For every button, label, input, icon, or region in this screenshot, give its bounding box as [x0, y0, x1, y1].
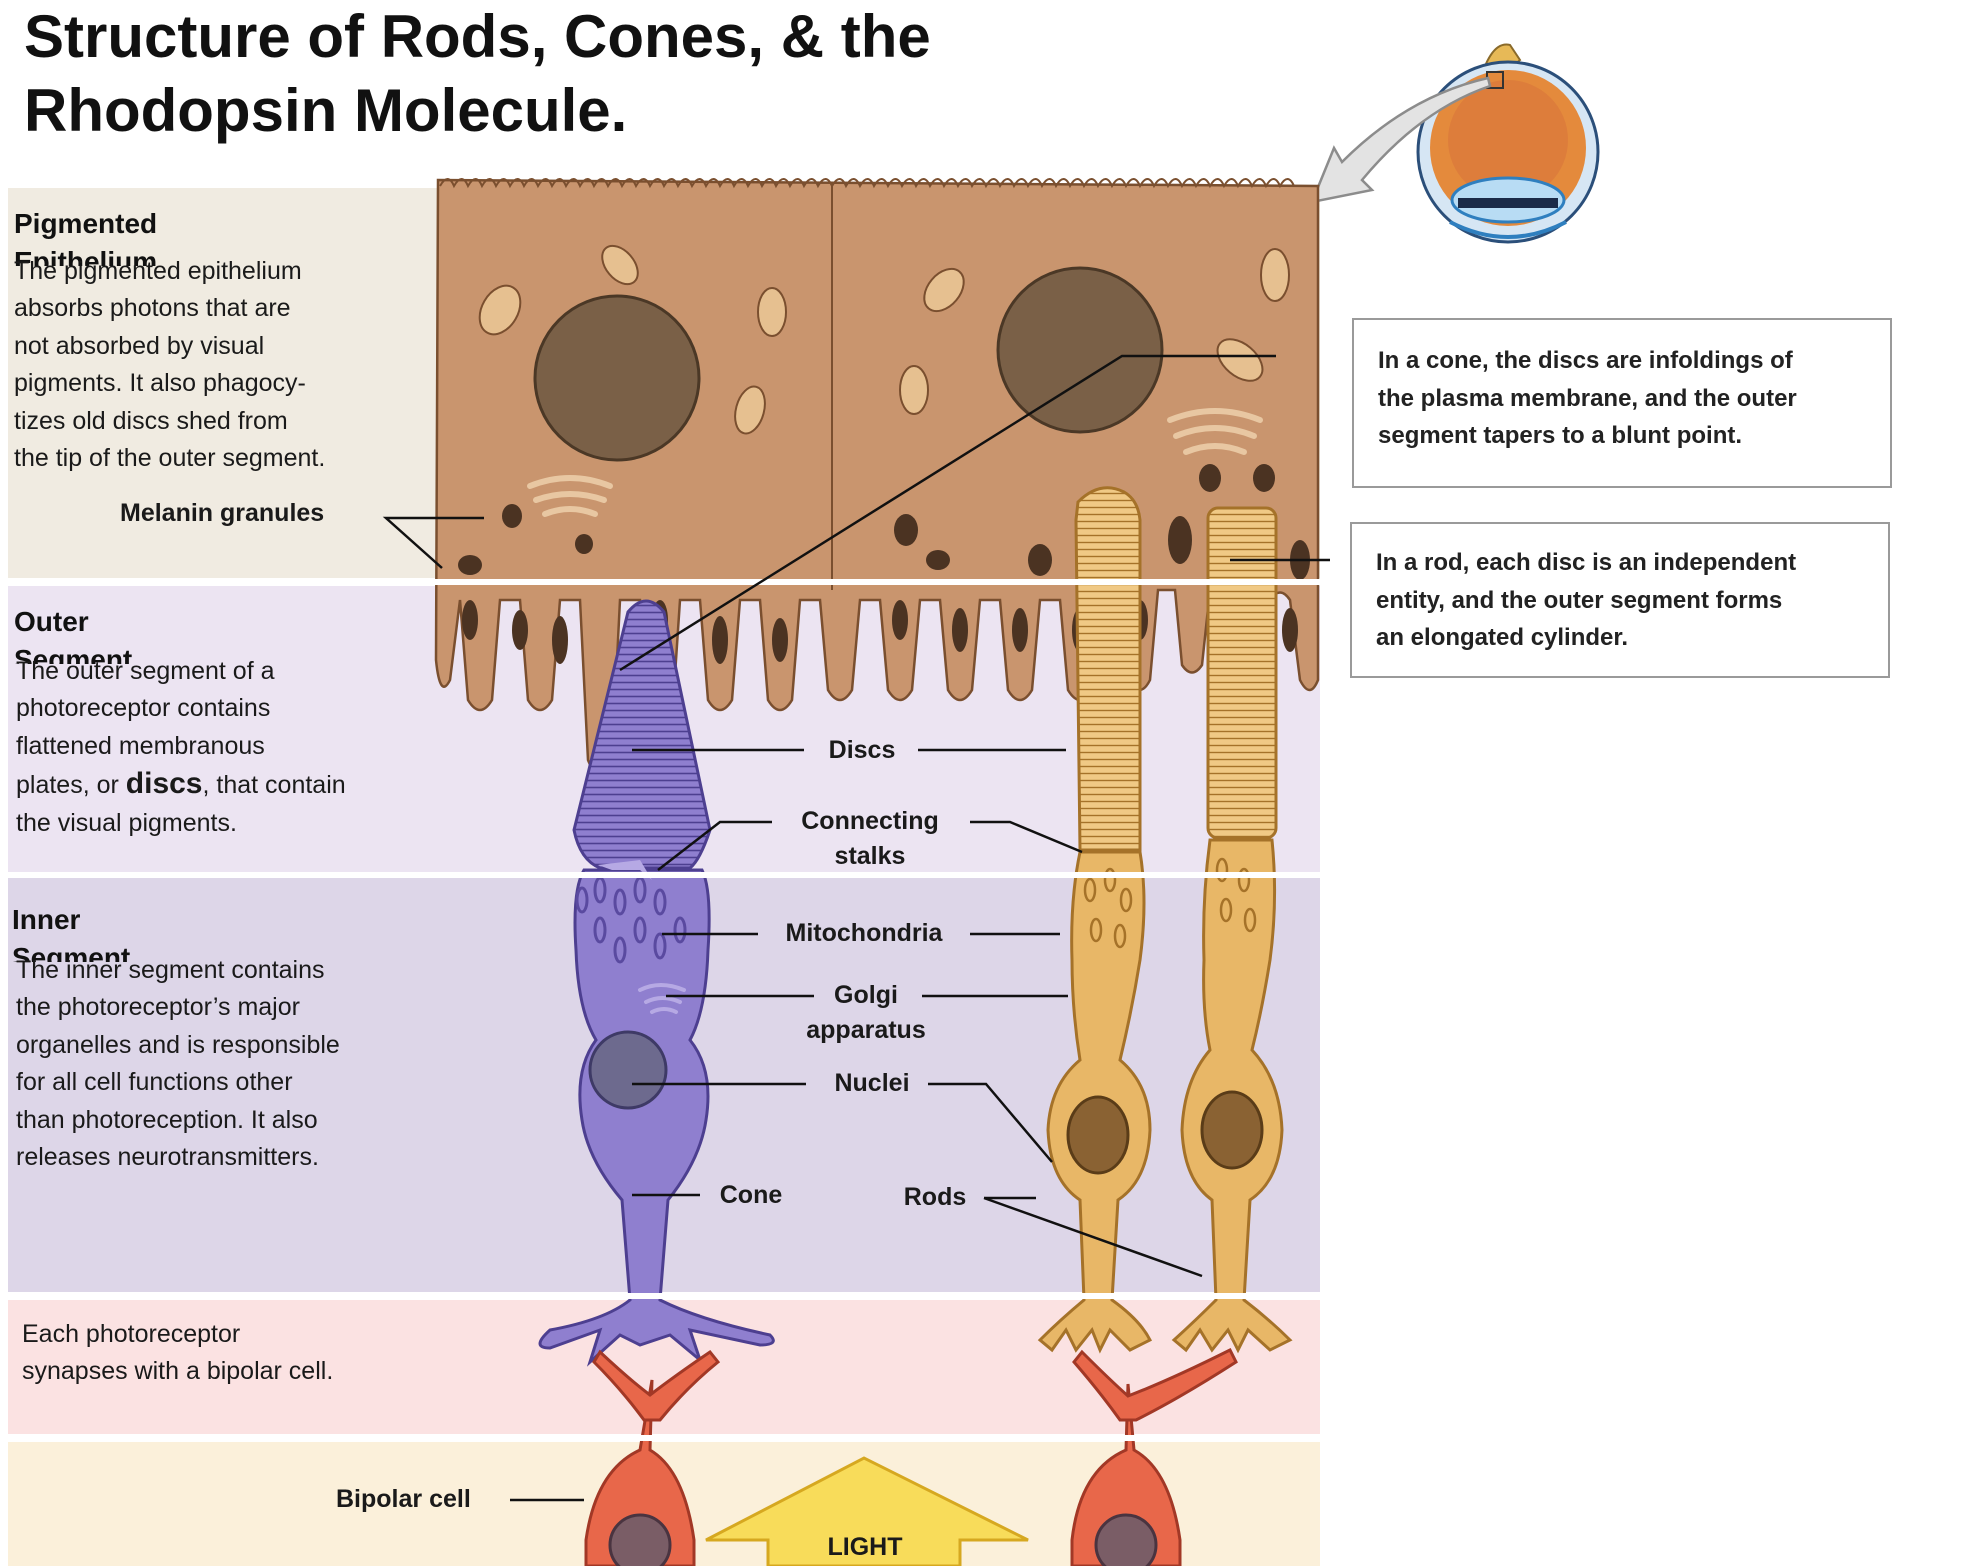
page-title: Structure of Rods, Cones, & the Rhodopsi… — [24, 0, 931, 148]
outer-line: the visual pigments. — [16, 808, 237, 837]
cone-callout-line: In a cone, the discs are infoldings of — [1378, 347, 1793, 374]
synapse-description: Each photoreceptor synapses with a bipol… — [22, 1316, 333, 1391]
rod-callout-line: an elongated cylinder. — [1376, 624, 1629, 651]
connecting-stalks-line-1: Connecting — [801, 807, 939, 835]
inner-heading-line-2: Segment — [12, 942, 131, 962]
inner-line: than photoreception. It also — [16, 1105, 318, 1134]
pigmented-line: absorbs photons that are — [14, 294, 291, 323]
pigmented-heading-line-1: Pigmented — [14, 208, 158, 239]
eyeball-icon — [1416, 43, 1600, 244]
outer-heading-line-2-wrap: Segment — [14, 642, 132, 664]
inner-heading-line-1: Inner — [12, 904, 81, 935]
outer-heading-line-1: Outer — [14, 606, 89, 637]
leader-lines — [382, 354, 1330, 1502]
outer-line: flattened membranous — [16, 731, 265, 760]
outer-heading-line-2: Segment — [14, 644, 133, 664]
rods-label: Rods — [903, 1183, 967, 1211]
bipolar-cell-label: Bipolar cell — [336, 1485, 471, 1513]
synapse-line: Each photoreceptor — [22, 1320, 241, 1348]
cone-callout-line: segment tapers to a blunt point. — [1378, 422, 1743, 449]
inner-line: The inner segment contains — [16, 956, 325, 984]
inner-line: organelles and is responsible — [16, 1030, 340, 1059]
pigmented-line: the tip of the outer segment. — [14, 444, 326, 473]
inner-description: The inner segment contains the photorece… — [16, 952, 340, 1176]
pigmented-heading-line-2-wrap: Epithelium — [14, 244, 157, 266]
golgi-line-1: Golgi — [834, 981, 898, 1009]
rod-callout-box: In a rod, each disc is an independent en… — [1350, 522, 1890, 678]
rod-callout-line: entity, and the outer segment forms — [1376, 586, 1783, 614]
inner-line: releases neurotransmitters. — [16, 1143, 319, 1172]
connecting-stalks-line-2: stalks — [834, 842, 906, 870]
section-separators — [8, 579, 1320, 1441]
pigmented-line: tizes old discs shed from — [14, 406, 288, 435]
cone-label: Cone — [719, 1181, 783, 1209]
pigmented-line: not absorbed by visual — [14, 331, 265, 360]
title-line-2: Rhodopsin Molecule. — [24, 77, 628, 144]
pointer-arrow — [1309, 76, 1492, 204]
rod-callout-line: In a rod, each disc is an independent — [1376, 549, 1797, 576]
discs-term: discs — [125, 767, 203, 801]
bipolar-cells — [584, 1347, 1238, 1566]
outer-line-post: , that contain — [202, 771, 346, 800]
pigmented-description: The pigmented epithelium absorbs photons… — [14, 253, 325, 477]
outer-line: photoreceptor contains — [16, 694, 271, 723]
outer-line-with-bold: plates, or discs, that contain — [16, 765, 346, 804]
pigmented-line: pigments. It also phagocy- — [14, 369, 306, 398]
inner-line: the photoreceptor’s major — [16, 993, 300, 1022]
cone-cell — [538, 599, 775, 1367]
light-label: LIGHT — [827, 1533, 903, 1561]
rod-cells — [1037, 486, 1293, 1354]
light-arrow — [705, 1456, 1029, 1566]
golgi-apparatus-label: Golgi apparatus — [806, 978, 926, 1048]
pigmented-epithelium-cells — [434, 178, 1320, 777]
outer-description: The outer segment of a photoreceptor con… — [16, 653, 346, 842]
melanin-granules-label: Melanin granules — [120, 499, 325, 527]
cone-callout-box: In a cone, the discs are infoldings of t… — [1352, 318, 1892, 488]
mitochondria-label: Mitochondria — [785, 919, 943, 947]
outer-line-pre: plates, or — [16, 771, 126, 800]
nuclei-label: Nuclei — [834, 1069, 910, 1097]
connecting-stalks-label: Connecting stalks — [776, 804, 964, 874]
pigmented-heading-line-2: Epithelium — [14, 246, 158, 266]
pigmented-line: The pigmented epithelium — [14, 257, 302, 285]
inner-heading-line-2-wrap: Segment — [12, 940, 130, 962]
outer-line: The outer segment of a — [16, 657, 275, 685]
inner-heading: Inner — [12, 902, 80, 938]
discs-label: Discs — [828, 736, 896, 764]
title-line-1: Structure of Rods, Cones, & the — [24, 3, 931, 70]
inner-line: for all cell functions other — [16, 1068, 293, 1097]
golgi-line-2: apparatus — [806, 1016, 926, 1044]
outer-heading: Outer — [14, 604, 89, 640]
pigmented-heading: Pigmented — [14, 206, 157, 242]
synapse-line: synapses with a bipolar cell. — [22, 1357, 334, 1386]
cone-callout-line: the plasma membrane, and the outer — [1378, 384, 1797, 412]
